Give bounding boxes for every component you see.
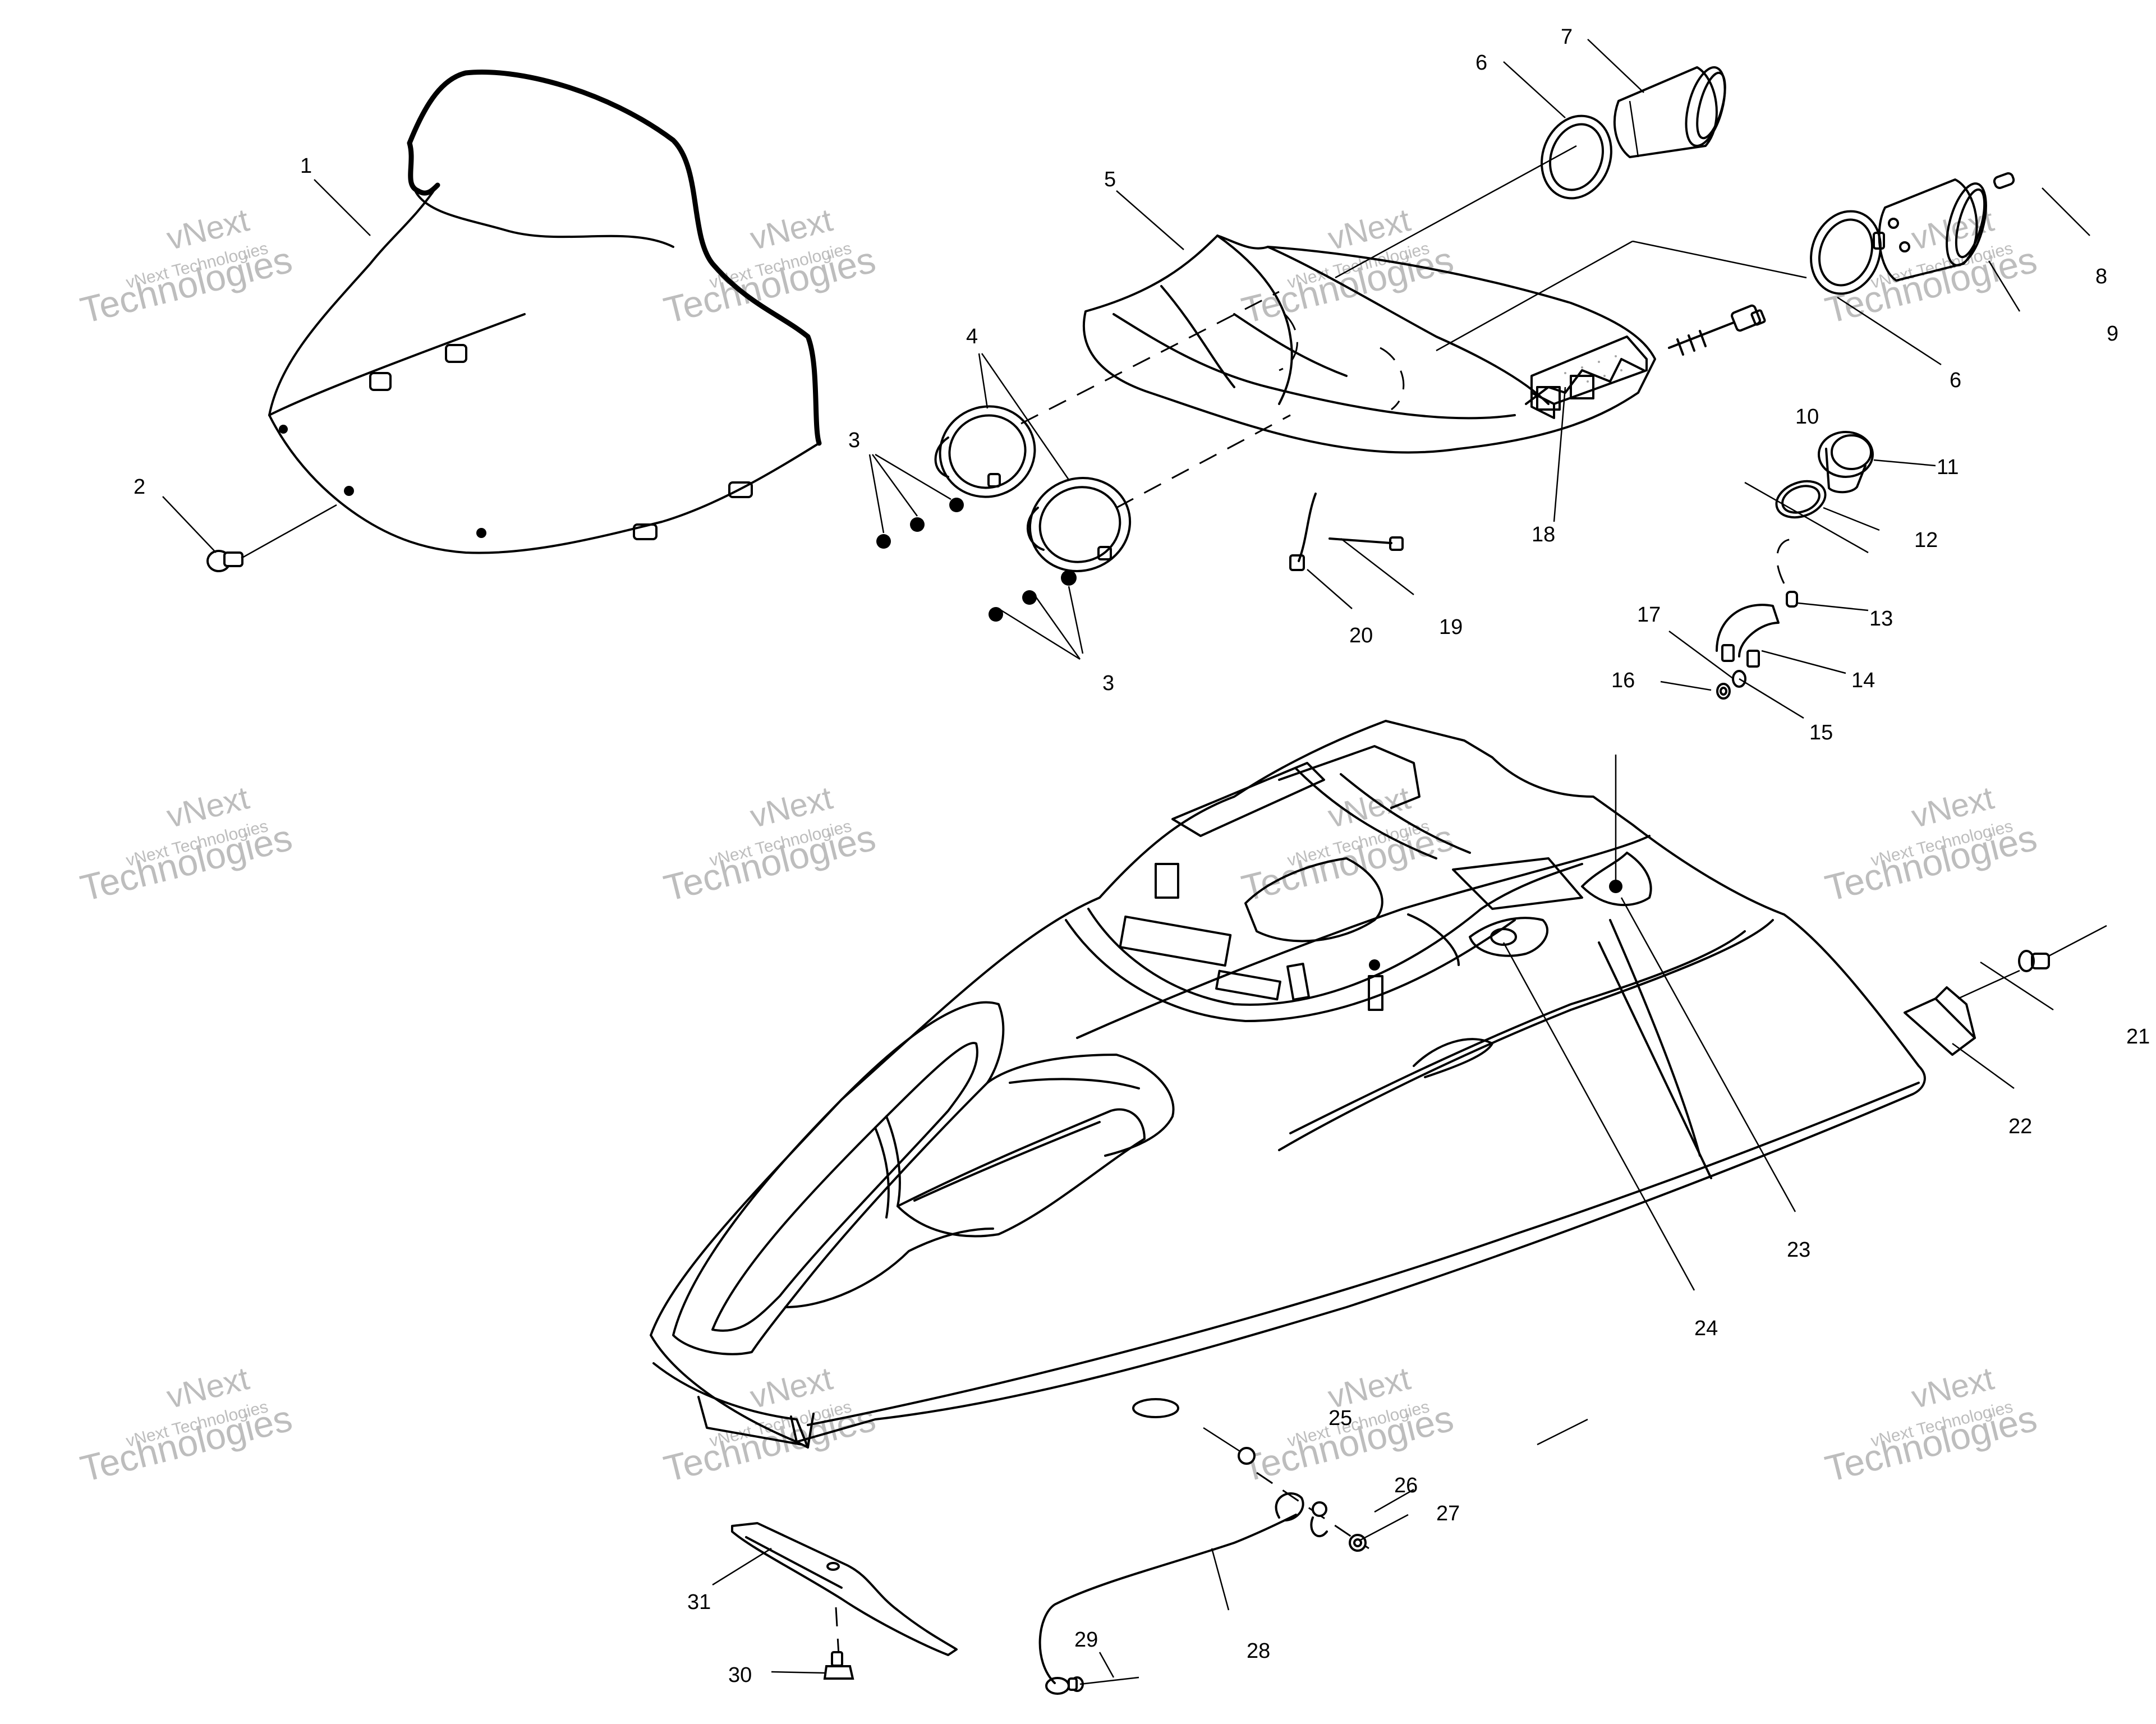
washer-nut-part	[1716, 670, 1746, 700]
callout-24: 24	[1694, 1317, 1718, 1340]
callout-18: 18	[1532, 523, 1555, 546]
callout-10: 10	[1795, 405, 1819, 429]
switch-part	[1775, 431, 1874, 519]
callout-4: 4	[966, 325, 978, 348]
callout-30: 30	[728, 1663, 752, 1687]
callout-31: 31	[687, 1590, 711, 1614]
hood-fastener-parts	[1203, 1427, 1369, 1552]
callout-20: 20	[1349, 624, 1373, 647]
bolt-part	[1328, 536, 1404, 551]
callout-29: 29	[1074, 1628, 1098, 1652]
foam-pad-part	[1530, 335, 1648, 419]
callout-3a: 3	[848, 429, 860, 452]
callout-1: 1	[300, 154, 312, 178]
callout-14: 14	[1851, 669, 1875, 692]
bracket-part	[1716, 538, 1801, 668]
callout-25: 25	[1328, 1406, 1352, 1430]
callout-7: 7	[1561, 25, 1573, 49]
callout-23: 23	[1787, 1238, 1810, 1262]
callout-21: 21	[2126, 1025, 2150, 1049]
callout-22: 22	[2008, 1115, 2032, 1138]
callout-9: 9	[2107, 322, 2118, 346]
callout-12: 12	[1914, 528, 1938, 552]
callout-19: 19	[1439, 615, 1463, 639]
gauge-part	[1873, 178, 1987, 282]
cable-connector-part	[1668, 304, 1766, 356]
callout-5: 5	[1104, 168, 1116, 191]
callout-6a: 6	[1475, 51, 1487, 75]
hood-part	[650, 720, 1926, 1449]
callout-16: 16	[1611, 669, 1635, 692]
gauge-ring-lower	[1810, 210, 1882, 295]
dash-console-part	[1082, 145, 1807, 454]
headlight-bezel-right	[1027, 477, 1132, 572]
callout-6b: 6	[1950, 369, 1961, 392]
bulb-part	[1993, 172, 2015, 189]
gauge-housing-part	[1613, 66, 1726, 158]
callout-15: 15	[1809, 721, 1833, 744]
callout-leaders	[162, 39, 2090, 1678]
hood-latch-part	[1904, 925, 2107, 1056]
callout-8: 8	[2095, 265, 2107, 288]
callout-13: 13	[1869, 607, 1893, 631]
mounting-plate-part	[731, 1522, 958, 1680]
gauge-ring-upper	[1541, 114, 1612, 200]
headlight-bezel-left	[934, 405, 1036, 498]
windshield-part	[268, 70, 822, 554]
nut-set-upper	[876, 498, 964, 549]
screw-part	[206, 504, 337, 572]
callout-28: 28	[1247, 1639, 1270, 1663]
nut-set-lower	[989, 570, 1077, 622]
tether-cable-part	[1038, 1492, 1304, 1695]
callout-labels: 1 2 3 3 4 5 6 6 7 8 9 10 11 12 13 14 15 …	[134, 25, 2150, 1687]
callout-2: 2	[134, 475, 145, 499]
callout-26: 26	[1394, 1474, 1418, 1497]
callout-17: 17	[1637, 603, 1661, 627]
callout-3b: 3	[1102, 672, 1114, 695]
callout-11: 11	[1937, 456, 1959, 479]
wire-lead-part	[1289, 493, 1317, 571]
callout-27: 27	[1436, 1502, 1460, 1525]
